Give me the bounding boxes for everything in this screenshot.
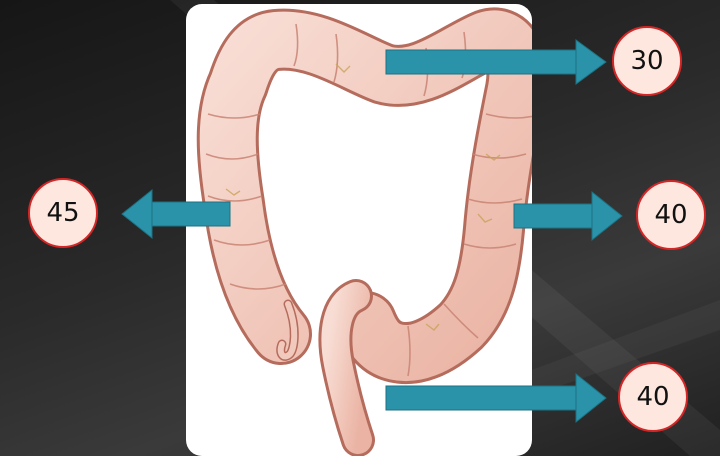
arrow-ascending: [122, 190, 230, 238]
arrow-transverse: [386, 40, 606, 84]
callout-badge-ascending: 45: [28, 178, 98, 248]
callout-badge-descending: 40: [636, 180, 706, 250]
callout-badge-sigmoid: 40: [618, 362, 688, 432]
arrow-sigmoid: [386, 374, 606, 422]
callout-badge-transverse: 30: [612, 26, 682, 96]
arrow-descending: [514, 192, 622, 240]
